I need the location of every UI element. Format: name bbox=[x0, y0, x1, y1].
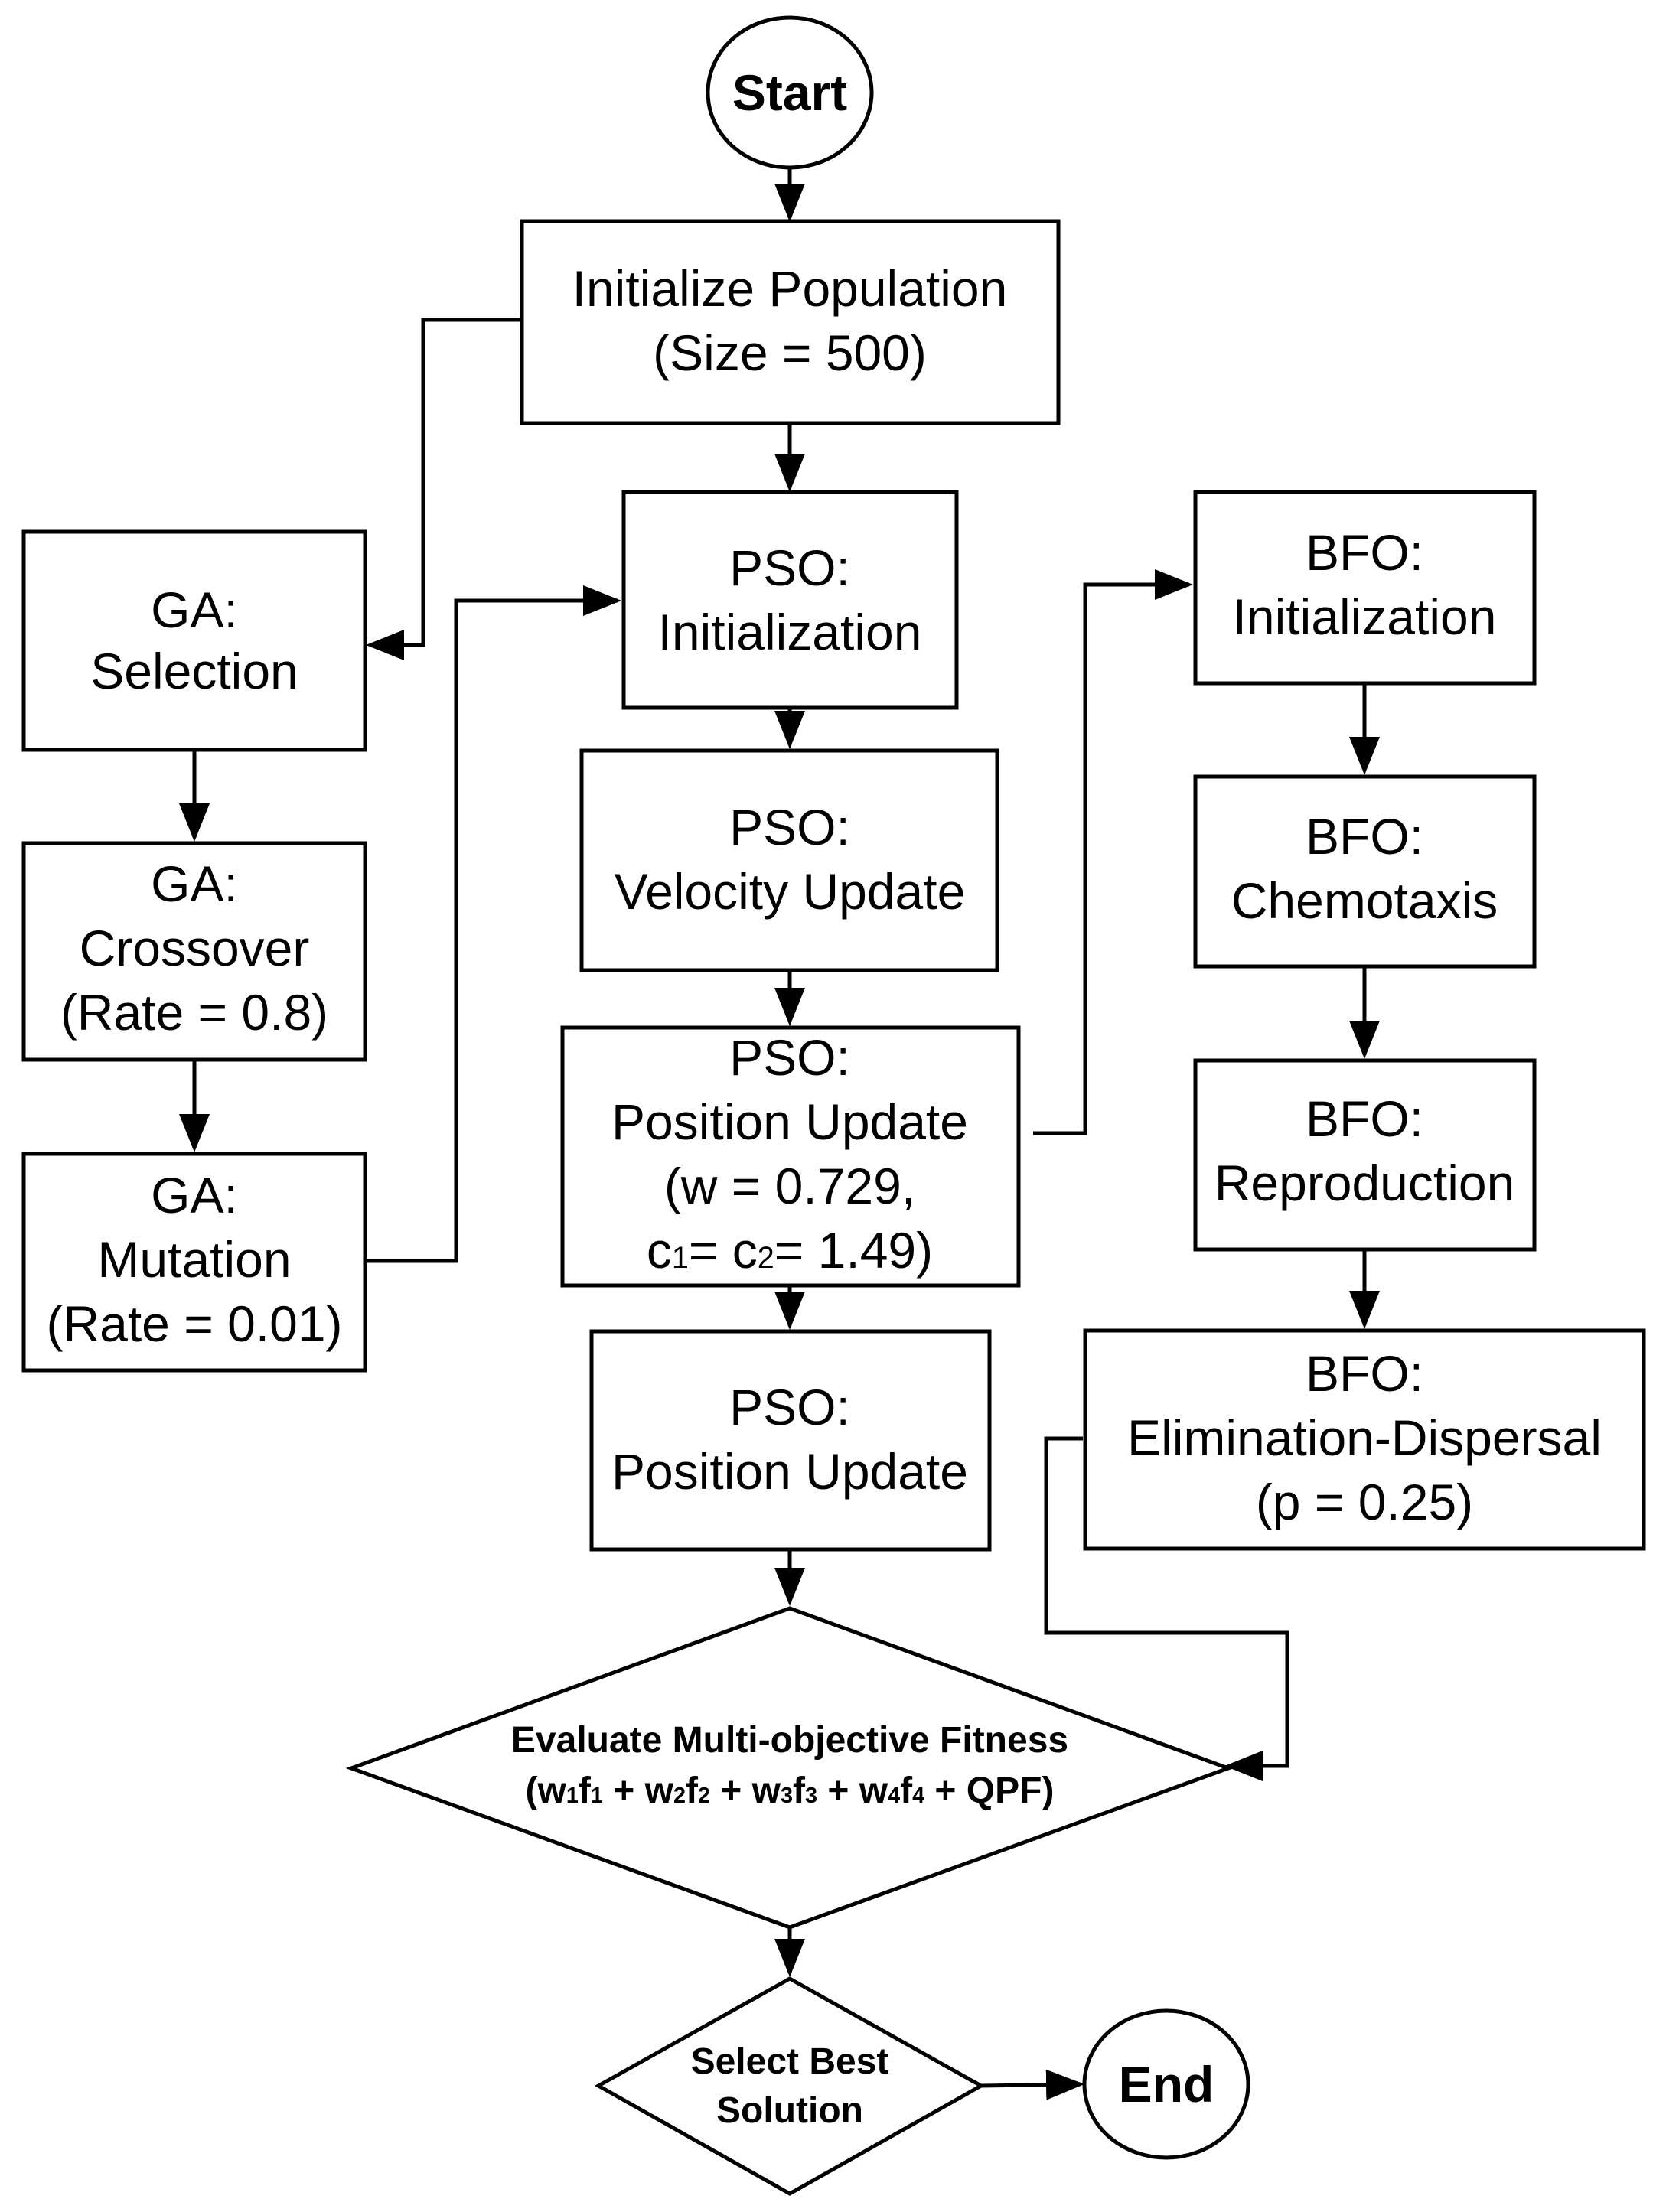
pso-initialization-label: Initialization bbox=[658, 604, 922, 660]
bfo-initialization-title: BFO: bbox=[1306, 524, 1423, 581]
edge-select-to-end bbox=[980, 2069, 1084, 2100]
evaluate-fitness-formula: (w1f1 + w2f2 + w3f3 + w4f4 + QPF) bbox=[526, 1771, 1055, 1811]
select-best-solution-line2: Solution bbox=[716, 2090, 863, 2131]
end-label: End bbox=[1119, 2056, 1214, 2113]
edge-elimination-to-evaluate bbox=[1044, 1436, 1289, 1781]
ga-mutation-rate: (Rate = 0.01) bbox=[46, 1295, 342, 1352]
ga-mutation-title: GA: bbox=[151, 1167, 238, 1223]
bfo-reproduction-title: BFO: bbox=[1306, 1090, 1423, 1147]
pso-initialization-box: PSO: Initialization bbox=[621, 490, 959, 710]
select-best-solution-diamond: Select Best Solution bbox=[594, 1976, 986, 2196]
edge-ga-mutation-to-pso-init bbox=[365, 585, 621, 1263]
bfo-elimination-dispersal-title: BFO: bbox=[1306, 1345, 1423, 1402]
evaluate-fitness-title: Evaluate Multi-objective Fitness bbox=[511, 1720, 1068, 1761]
bfo-initialization-label: Initialization bbox=[1233, 588, 1497, 645]
ga-selection-box: GA: Selection bbox=[21, 529, 367, 752]
bfo-initialization-box: BFO: Initialization bbox=[1193, 490, 1537, 686]
pso-position-update-2-title: PSO: bbox=[729, 1379, 850, 1435]
bfo-reproduction-label: Reproduction bbox=[1214, 1155, 1515, 1211]
ga-selection-title: GA: bbox=[151, 582, 238, 638]
bfo-chemotaxis-box: BFO: Chemotaxis bbox=[1193, 774, 1537, 969]
bfo-elimination-dispersal-probability: (p = 0.25) bbox=[1256, 1474, 1473, 1530]
pso-position-update-inertia: (w = 0.729, bbox=[664, 1158, 915, 1214]
ga-mutation-label: Mutation bbox=[97, 1231, 291, 1288]
pso-position-update-box: PSO: Position Update (w = 0.729, c1= c2=… bbox=[560, 1025, 1021, 1288]
pso-velocity-update-label: Velocity Update bbox=[615, 863, 966, 920]
ga-selection-label: Selection bbox=[90, 643, 298, 699]
ga-crossover-label: Crossover bbox=[80, 920, 310, 976]
end-node: End bbox=[1082, 2008, 1250, 2160]
pso-position-update-label: Position Update bbox=[611, 1093, 968, 1150]
select-best-solution-line1: Select Best bbox=[691, 2041, 889, 2082]
edge-position-to-bfo-init bbox=[1033, 569, 1193, 1135]
bfo-chemotaxis-label: Chemotaxis bbox=[1231, 872, 1498, 929]
bfo-elimination-dispersal-box: BFO: Elimination-Dispersal (p = 0.25) bbox=[1083, 1328, 1646, 1551]
initialize-population-box: Initialize Population (Size = 500) bbox=[520, 219, 1061, 425]
bfo-elimination-dispersal-label: Elimination-Dispersal bbox=[1127, 1409, 1602, 1466]
ga-crossover-box: GA: Crossover (Rate = 0.8) bbox=[21, 841, 367, 1062]
pso-position-update-title: PSO: bbox=[729, 1029, 850, 1086]
pso-velocity-update-box: PSO: Velocity Update bbox=[579, 748, 999, 972]
ga-crossover-title: GA: bbox=[151, 855, 238, 912]
connectors bbox=[179, 168, 1380, 2100]
evaluate-fitness-diamond: Evaluate Multi-objective Fitness (w1f1 +… bbox=[345, 1606, 1234, 1930]
edge-init-to-ga-selection bbox=[366, 318, 522, 660]
pso-initialization-title: PSO: bbox=[729, 539, 850, 596]
bfo-chemotaxis-title: BFO: bbox=[1306, 808, 1423, 865]
pso-position-update-coefficients: c1= c2= 1.49) bbox=[647, 1222, 933, 1279]
pso-velocity-update-title: PSO: bbox=[729, 799, 850, 855]
ga-crossover-rate: (Rate = 0.8) bbox=[60, 984, 328, 1041]
ga-mutation-box: GA: Mutation (Rate = 0.01) bbox=[21, 1152, 367, 1373]
initialize-population-size: (Size = 500) bbox=[653, 324, 927, 381]
pso-position-update-2-label: Position Update bbox=[611, 1443, 968, 1500]
initialize-population-title: Initialize Population bbox=[572, 260, 1008, 317]
start-label: Start bbox=[732, 64, 847, 121]
pso-position-update-2-box: PSO: Position Update bbox=[589, 1329, 992, 1552]
start-node: Start bbox=[706, 15, 874, 170]
bfo-reproduction-box: BFO: Reproduction bbox=[1193, 1058, 1537, 1252]
